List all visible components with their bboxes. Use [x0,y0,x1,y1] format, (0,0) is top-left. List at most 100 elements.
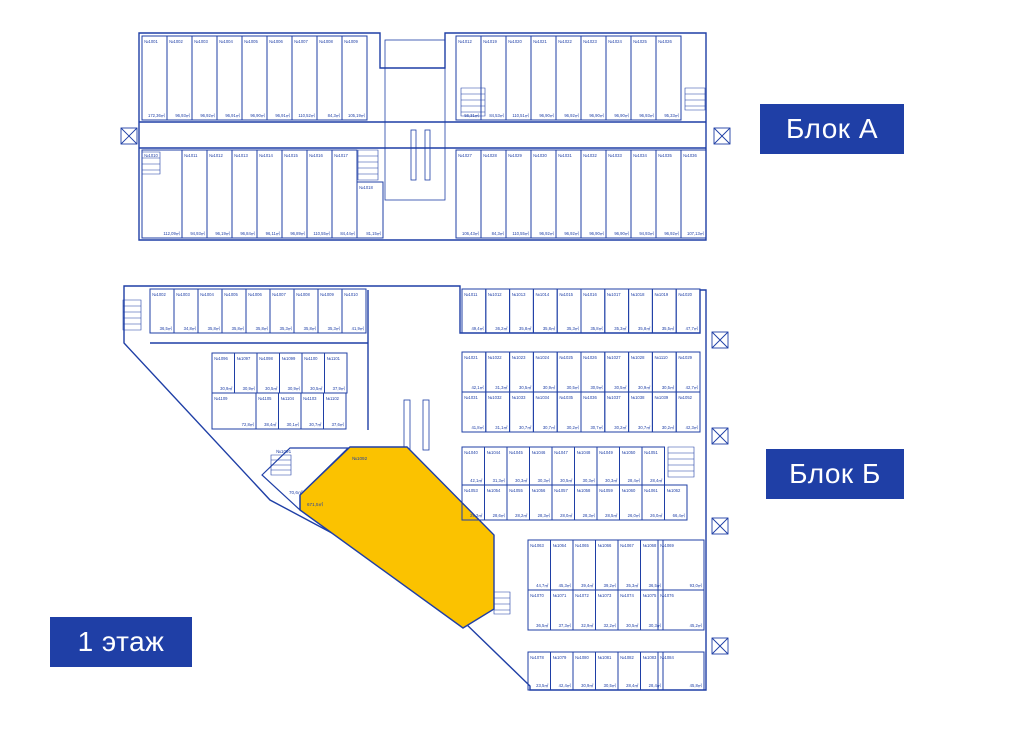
unit-1092-highlight[interactable] [299,446,495,629]
unit-1091[interactable] [261,447,350,512]
